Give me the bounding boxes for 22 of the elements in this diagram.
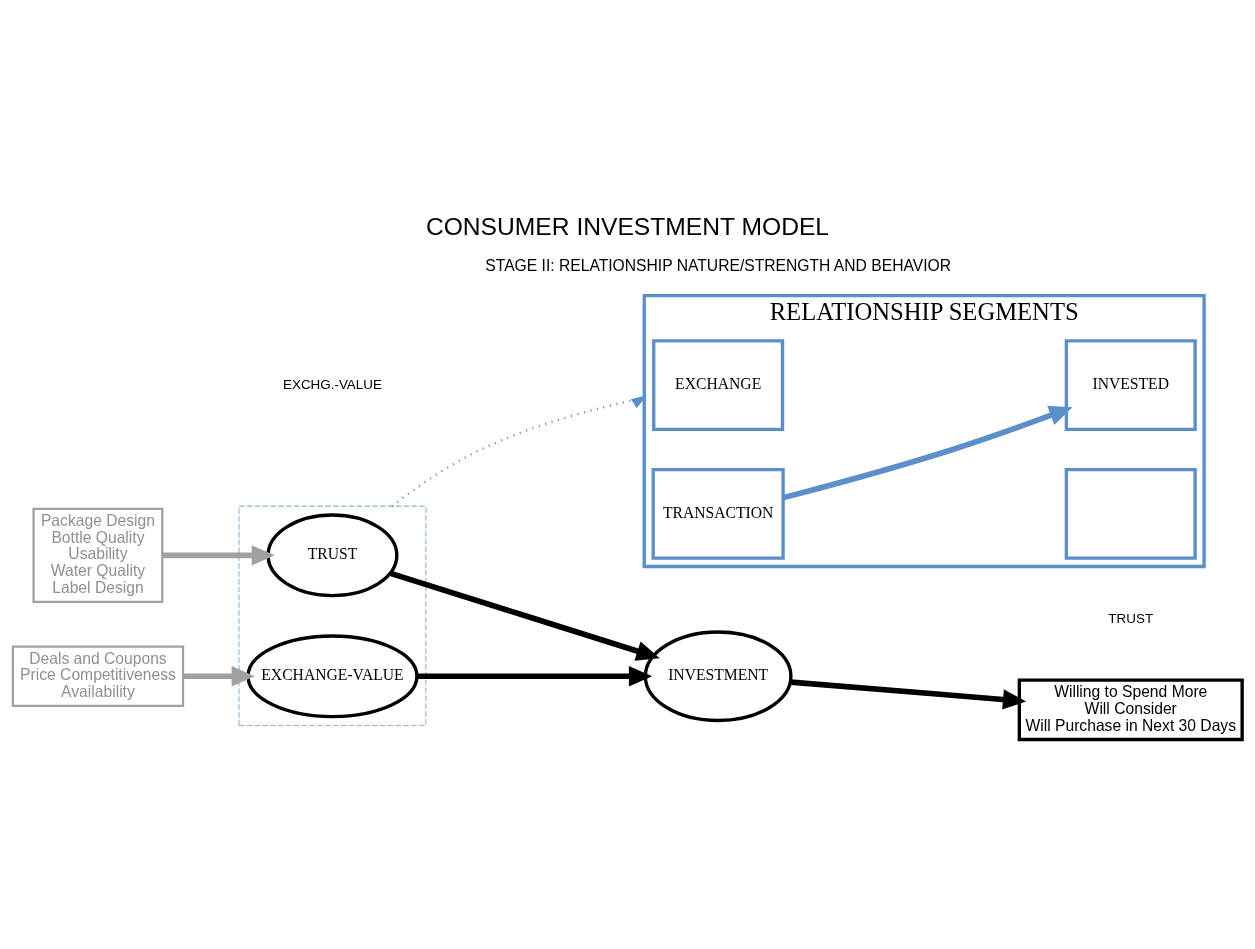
label: STAGE II: RELATIONSHIP NATURE/STRENGTH AND BEHAVIOR bbox=[485, 256, 951, 274]
node-box: TRANSACTION bbox=[651, 467, 785, 560]
arrow bbox=[391, 394, 648, 507]
arrow bbox=[162, 544, 275, 565]
node-box: Deals and Coupons Price Competitiveness Availability bbox=[11, 644, 185, 707]
arrow bbox=[782, 405, 1073, 500]
label: TRUST bbox=[1108, 610, 1154, 626]
node-ellipse: INVESTMENT bbox=[643, 629, 793, 722]
node-ellipse: EXCHANGE-VALUE bbox=[246, 633, 419, 718]
node-ellipse: TRUST bbox=[266, 512, 399, 597]
node-box: Package Design Bottle Quality Usability Water Quality Label Design bbox=[32, 507, 164, 603]
cluster bbox=[238, 505, 427, 726]
node-box: INVESTED bbox=[1064, 338, 1197, 431]
diagram-title: CONSUMER INVESTMENT MODEL bbox=[425, 212, 830, 240]
label: EXCHG.-VALUE bbox=[282, 376, 382, 392]
node-box: Willing to Spend More Will Consider Will Purchase in Next 30 Days bbox=[1017, 678, 1244, 741]
node-box: EXCHANGE bbox=[652, 338, 785, 431]
arrow bbox=[183, 665, 255, 686]
arrow bbox=[417, 665, 653, 686]
arrow bbox=[389, 570, 660, 661]
node-box bbox=[1064, 467, 1197, 560]
arrow bbox=[790, 678, 1027, 710]
